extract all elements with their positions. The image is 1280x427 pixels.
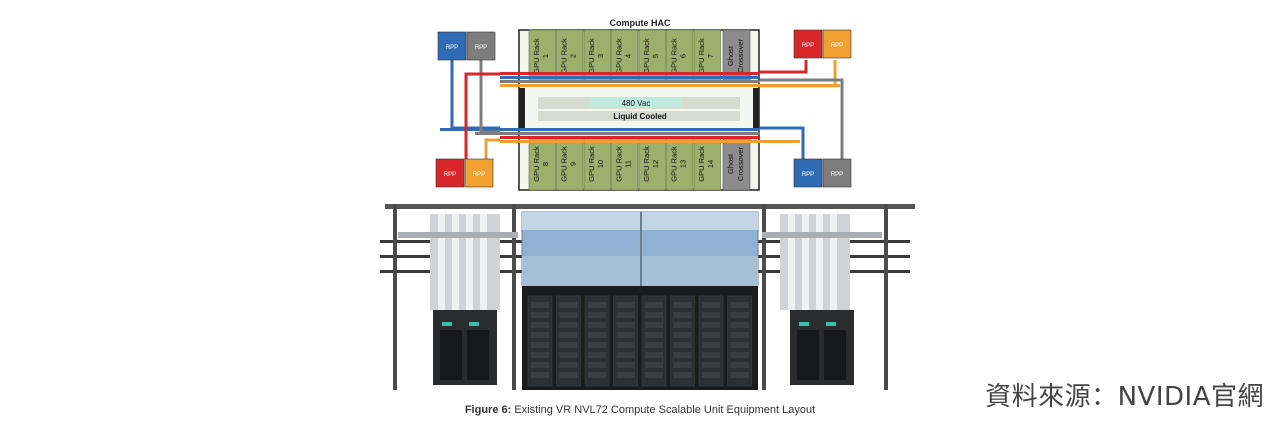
rack-number: 1 [541, 54, 550, 58]
crossover-top-line1: Ghost [726, 45, 735, 66]
rack-number: 4 [623, 54, 632, 58]
equipment-layout-diagram: Compute HAC 480 Vac Liquid Cooled GPU Ra… [380, 18, 915, 390]
rack-number: 7 [706, 54, 715, 58]
caption-prefix: Figure 6: [464, 404, 512, 416]
rack-label: GPU Rack [587, 38, 596, 74]
post-left [393, 204, 397, 390]
overhead-beam [385, 204, 915, 209]
left-piping [398, 214, 518, 310]
rack-label: GPU Rack [669, 38, 678, 74]
rack-number: 14 [706, 160, 715, 168]
bottom-busways [440, 128, 800, 143]
rack-number: 6 [678, 54, 687, 58]
rpp-bottom-right-gray: RPP [822, 158, 852, 188]
rack-label: GPU Rack [532, 38, 541, 74]
crossover-bottom-line1: Ghost [726, 153, 735, 174]
post-right [884, 204, 888, 390]
rack-number: 3 [596, 54, 605, 58]
rpp-bottom-left-red: RPP [435, 158, 465, 188]
rack-label: GPU Rack [669, 146, 678, 182]
rpp-label: RPP [475, 45, 487, 51]
right-piping [762, 214, 882, 310]
rack-number: 8 [541, 162, 550, 166]
rack-number: 2 [568, 54, 577, 58]
render-server-rack [556, 295, 581, 387]
hac-door-left [519, 88, 525, 128]
crossover-top-line2: Crossover [736, 38, 745, 73]
rack-number: 9 [568, 162, 577, 166]
rpp-top-left-gray: RPP [466, 31, 496, 61]
rack-number: 13 [678, 160, 687, 168]
rpp-label: RPP [802, 43, 814, 49]
crossover-bottom-line2: Crossover [736, 146, 745, 181]
rpp-label: RPP [831, 172, 843, 178]
render-server-rack [641, 295, 667, 387]
rpp-top-right-orange: RPP [822, 29, 852, 59]
equipment-render [380, 204, 915, 390]
vac-label: 480 Vac [622, 99, 651, 108]
rpp-label: RPP [802, 172, 814, 178]
rack-number: 5 [651, 54, 660, 58]
feed-lines [450, 60, 844, 159]
rpp-label: RPP [446, 45, 458, 51]
rpp-bottom-left-orange: RPP [464, 158, 494, 188]
vac-band [590, 98, 682, 108]
rpp-top-left-blue: RPP [437, 31, 467, 61]
rack-label: GPU Rack [642, 146, 651, 182]
render-server-rack [527, 295, 553, 387]
render-server-rack [613, 295, 638, 387]
liquid-cooled-label: Liquid Cooled [613, 112, 666, 121]
glass-containment [521, 211, 759, 287]
top-busways [500, 72, 840, 87]
rack-label: GPU Rack [642, 38, 651, 74]
rpp-bottom-right-blue: RPP [793, 158, 823, 188]
rack-label: GPU Rack [587, 146, 596, 182]
render-server-rack [698, 295, 724, 387]
rack-label: GPU Rack [532, 146, 541, 182]
figure-caption: Figure 6: Existing VR NVL72 Compute Scal… [0, 404, 1280, 416]
rpp-label: RPP [473, 172, 485, 178]
rack-number: 11 [623, 160, 632, 168]
render-server-rack [670, 295, 695, 387]
rpp-boxes: RPP RPP RPP RPP RPP RPP RPP RPP [435, 29, 852, 188]
right-cabinets [790, 310, 854, 385]
ghost-crossover-bottom: Ghost Crossover [722, 137, 751, 191]
rack-number: 12 [651, 160, 660, 168]
render-server-rack [727, 295, 752, 387]
render-server-rack [584, 295, 610, 387]
rack-label: GPU Rack [697, 146, 706, 182]
schematic-title: Compute HAC [610, 18, 671, 28]
rpp-label: RPP [831, 43, 843, 49]
rpp-label: RPP [444, 172, 456, 178]
rpp-top-right-red: RPP [793, 29, 823, 59]
render-rack-row [522, 286, 758, 390]
rack-label: GPU Rack [614, 38, 623, 74]
schematic: Compute HAC 480 Vac Liquid Cooled GPU Ra… [435, 18, 852, 191]
rack-number: 10 [596, 160, 605, 168]
source-credit: 資料來源：NVIDIA官網 [985, 382, 1264, 412]
hac-door-right [753, 88, 759, 128]
liquid-band [538, 111, 740, 121]
rack-label: GPU Rack [559, 146, 568, 182]
rack-label: GPU Rack [614, 146, 623, 182]
rack-label: GPU Rack [559, 38, 568, 74]
left-cabinets [433, 310, 497, 385]
caption-text: Existing VR NVL72 Compute Scalable Unit … [511, 404, 816, 416]
rack-label: GPU Rack [697, 38, 706, 74]
